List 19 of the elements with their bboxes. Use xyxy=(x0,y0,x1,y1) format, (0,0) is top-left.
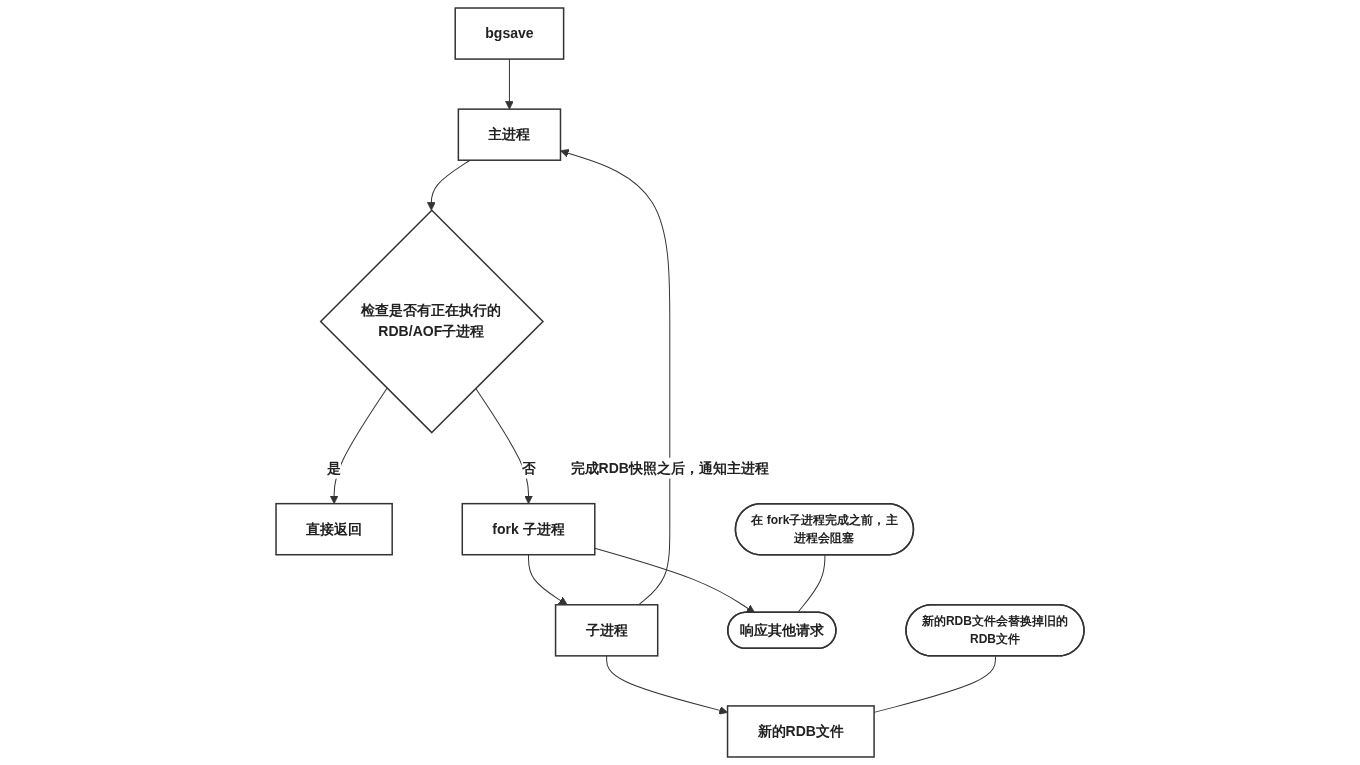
node-box: 主进程 xyxy=(457,108,562,161)
node-box: 新的RDB文件 xyxy=(726,705,875,758)
arrow xyxy=(606,655,728,715)
edge-label: 是 xyxy=(327,459,342,476)
connector xyxy=(797,554,826,614)
node-box: fork 子进程 xyxy=(461,502,596,556)
node-box: bgsave xyxy=(454,7,565,60)
arrow xyxy=(329,387,388,505)
arrow xyxy=(560,148,671,606)
arrow xyxy=(475,387,533,505)
arrow xyxy=(505,58,514,110)
arrow xyxy=(426,159,471,211)
edge-label: 完成RDB快照之后，通知主进程 xyxy=(570,459,770,476)
node-box: 子进程 xyxy=(554,604,659,657)
arrow xyxy=(528,554,568,606)
node-box: 直接返回 xyxy=(275,502,393,556)
edge-label: 否 xyxy=(521,459,536,476)
node-diamond: 检查是否有正在执行的RDB/AOF子进程 xyxy=(319,209,545,434)
arrow xyxy=(594,547,756,614)
